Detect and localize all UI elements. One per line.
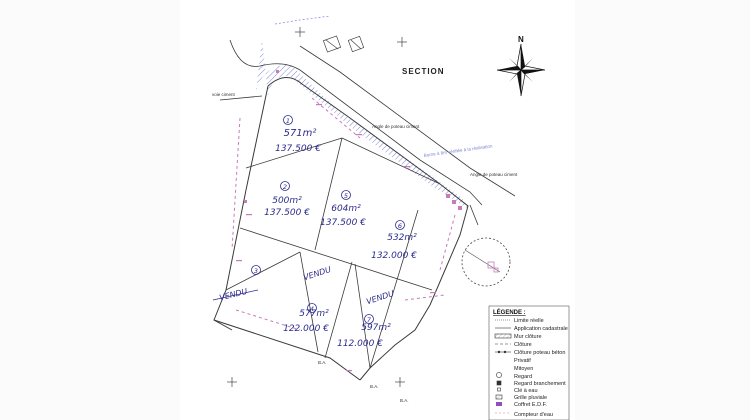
svg-text:3: 3: [254, 267, 258, 275]
svg-text:137.500 €: 137.500 €: [320, 218, 366, 228]
svg-text:137.500 €: 137.500 €: [264, 208, 310, 218]
legend-item-9: Regard branchement: [514, 381, 566, 387]
svg-text:577m²: 577m²: [299, 309, 329, 319]
svg-text:7: 7: [367, 316, 372, 324]
angle-note-right: Angle de poteau ciment: [470, 172, 518, 177]
lot-dividers: [225, 137, 441, 369]
svg-text:132.000 €: 132.000 €: [371, 251, 417, 261]
grid-crosshairs: [227, 27, 407, 387]
legend-title: LÉGENDE :: [493, 308, 526, 316]
legend-item-7: Mitoyen: [514, 366, 533, 372]
svg-text:1: 1: [286, 117, 290, 125]
ba-marker-3: B.A.: [400, 398, 409, 403]
legend-item-8: Regard: [514, 374, 532, 380]
measure-marks: [236, 104, 436, 372]
legend-item-1: Limite réelle: [514, 318, 544, 324]
legend-item-11: Grille pluviale: [514, 395, 547, 401]
svg-text:6: 6: [398, 222, 402, 230]
svg-text:571m²: 571m²: [284, 128, 317, 139]
lot-1: 1 571m² 137.500 €: [275, 115, 321, 154]
lot-2: 2 500m² 137.500 €: [264, 181, 310, 218]
legend-item-12: Coffret E.D.F.: [514, 402, 547, 408]
lot-6: 6 532m² 132.000 €: [371, 220, 417, 261]
legend-item-10: Clé à eau: [514, 388, 538, 394]
svg-text:112.000 €: 112.000 €: [337, 339, 383, 349]
section-label: SECTION: [402, 67, 445, 76]
survey-markers: [322, 35, 365, 53]
svg-text:500m²: 500m²: [272, 196, 302, 206]
angle-note-top: Angle de poteau ciment: [372, 124, 420, 129]
svg-text:122.000 €: 122.000 €: [283, 324, 329, 334]
road-label: voie ciment: [212, 92, 236, 97]
north-arrow-icon: [496, 43, 546, 97]
manholes: [244, 70, 462, 210]
svg-text:2: 2: [283, 183, 287, 191]
svg-text:5: 5: [344, 192, 348, 200]
legend-item-2: Application cadastrale: [514, 326, 568, 332]
right-paper-shade: [575, 0, 750, 420]
legend: LÉGENDE : Limite réelle Application cada…: [488, 305, 570, 420]
legend-item-5: Clôture poteau béton: [514, 350, 565, 356]
legend-item-3: Mur clôture: [514, 334, 542, 340]
fence-lines: [231, 97, 456, 331]
lot-5: 5 604m² 137.500 €: [320, 190, 366, 228]
road-top-edge: [274, 15, 331, 25]
legend-symbols: [494, 319, 512, 414]
legend-item-6: Privatif: [514, 358, 531, 364]
ba-marker-2: B.A.: [370, 384, 379, 389]
north-label: N: [518, 35, 524, 44]
svg-text:4: 4: [310, 305, 314, 313]
road-edges: [219, 39, 516, 226]
svg-text:597m²: 597m²: [361, 323, 391, 333]
ba-marker-1: B.A.: [318, 360, 327, 365]
svg-text:604m²: 604m²: [331, 204, 361, 214]
detail-circle: [461, 237, 511, 287]
left-paper-shade: [0, 0, 180, 420]
svg-text:137.500 €: 137.500 €: [275, 144, 321, 154]
legend-item-13: Compteur d'eau: [514, 412, 553, 418]
legend-item-4: Clôture: [514, 342, 532, 348]
svg-text:532m²: 532m²: [387, 233, 417, 243]
